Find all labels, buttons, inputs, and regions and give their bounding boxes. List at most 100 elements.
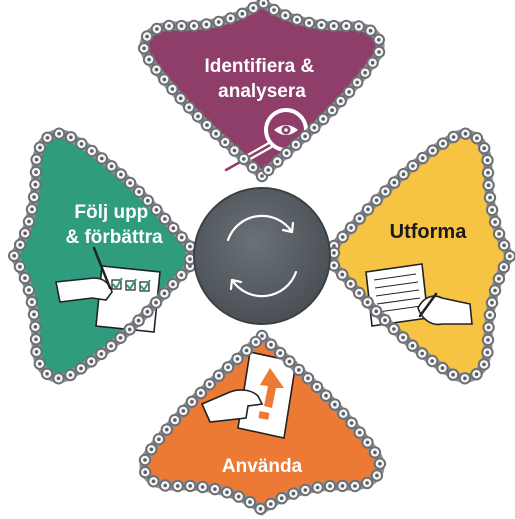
chain-pin [485, 350, 490, 355]
chain-pin [269, 342, 273, 347]
chain-pin [143, 458, 147, 462]
chain-pin [330, 108, 334, 112]
chain-pin [79, 366, 83, 371]
chain-pin [272, 8, 276, 12]
chain-pin [254, 340, 258, 344]
chain-pin [383, 189, 388, 194]
chain-pin [188, 257, 192, 261]
chain-pin [179, 24, 184, 28]
chain-pin [109, 164, 114, 169]
chain-pin [23, 231, 27, 236]
chain-pin [157, 437, 161, 442]
chain-pin [365, 300, 370, 305]
chain-pin [486, 170, 490, 175]
chain-pin [401, 335, 405, 340]
chain-pin [328, 484, 332, 488]
chain-pin [109, 344, 113, 348]
chain-pin [261, 1, 266, 5]
chain-pin [23, 276, 27, 280]
chain-pin [338, 99, 343, 103]
chain-pin [357, 24, 361, 29]
chain-pin [127, 327, 132, 332]
chain-pin [30, 300, 34, 304]
chain-pin [357, 430, 362, 435]
chain-pin [18, 243, 23, 247]
chain-pin [332, 251, 336, 255]
chain-pin [266, 168, 271, 172]
chain-pin [508, 254, 512, 258]
chain-pin [363, 70, 367, 75]
chain-pin [378, 461, 382, 466]
chain-pin [268, 502, 273, 506]
hand-holding-upload-document-icon [200, 351, 297, 439]
chain-pin [137, 190, 141, 194]
chain-pin [216, 20, 221, 24]
chain-pin [248, 500, 252, 504]
chain-pin [179, 235, 184, 240]
chain-pin [490, 300, 494, 305]
chain-pin [142, 46, 146, 51]
chain-pin [493, 220, 497, 224]
chain-pin [451, 372, 455, 377]
chain-pin [312, 125, 317, 130]
chain-pin [373, 450, 377, 455]
chain-pin [199, 391, 203, 395]
chain-pin [377, 38, 381, 42]
chain-pin [486, 338, 490, 342]
chain-pin [181, 409, 186, 413]
chain-pin [34, 350, 39, 354]
chain-pin [430, 148, 435, 153]
chain-pin [45, 136, 50, 140]
petal-use-label: Använda [222, 456, 303, 477]
chain-pin [482, 146, 487, 150]
chain-pin [32, 195, 36, 199]
chain-pin [260, 334, 264, 338]
chain-pin [463, 131, 468, 136]
chain-pin [475, 136, 479, 140]
chain-pin [163, 217, 167, 221]
chain-pin [303, 488, 308, 492]
chain-pin [214, 131, 218, 136]
chain-pin [188, 244, 192, 249]
chain-pin [497, 232, 501, 236]
chain-pin [57, 131, 61, 136]
chain-pin [232, 148, 237, 153]
chain-pin [45, 372, 49, 376]
chain-pin [240, 12, 245, 16]
chain-pin [353, 484, 357, 488]
chain-pin [128, 181, 132, 185]
chain-pin [340, 235, 345, 239]
chain-pin [178, 96, 183, 101]
chain-pin [315, 385, 319, 389]
petal-identify-label: Identifiera & analysera [204, 56, 319, 102]
chain-pin [34, 170, 38, 174]
chain-pin [223, 140, 227, 144]
chain-pin [291, 491, 296, 496]
chain-pin [502, 265, 506, 270]
chain-pin [348, 282, 353, 286]
chain-pin [162, 291, 167, 296]
center-hub [193, 187, 331, 325]
chain-pin [482, 362, 486, 367]
petal-follow-label: Följ upp & förbättra [65, 202, 163, 248]
chain-pin [485, 158, 490, 162]
chain-pin [27, 219, 31, 224]
chain-pin [167, 24, 171, 28]
chain-pin [463, 376, 467, 381]
chain-pin [251, 165, 255, 170]
chain-pin [192, 24, 196, 28]
chain-pin [235, 357, 240, 361]
chain-pin [173, 418, 177, 422]
chain-pin [374, 309, 379, 314]
chain-pin [99, 352, 104, 356]
chain-pin [333, 402, 337, 407]
chain-pin [295, 17, 299, 22]
chain-pin [440, 366, 445, 370]
chain-pin [357, 291, 362, 295]
chain-pin [34, 337, 38, 342]
chain-pin [488, 313, 492, 317]
chain-pin [365, 440, 370, 445]
chain-pin [228, 16, 233, 21]
chain-pin [204, 22, 209, 27]
chain-pin [368, 28, 373, 33]
